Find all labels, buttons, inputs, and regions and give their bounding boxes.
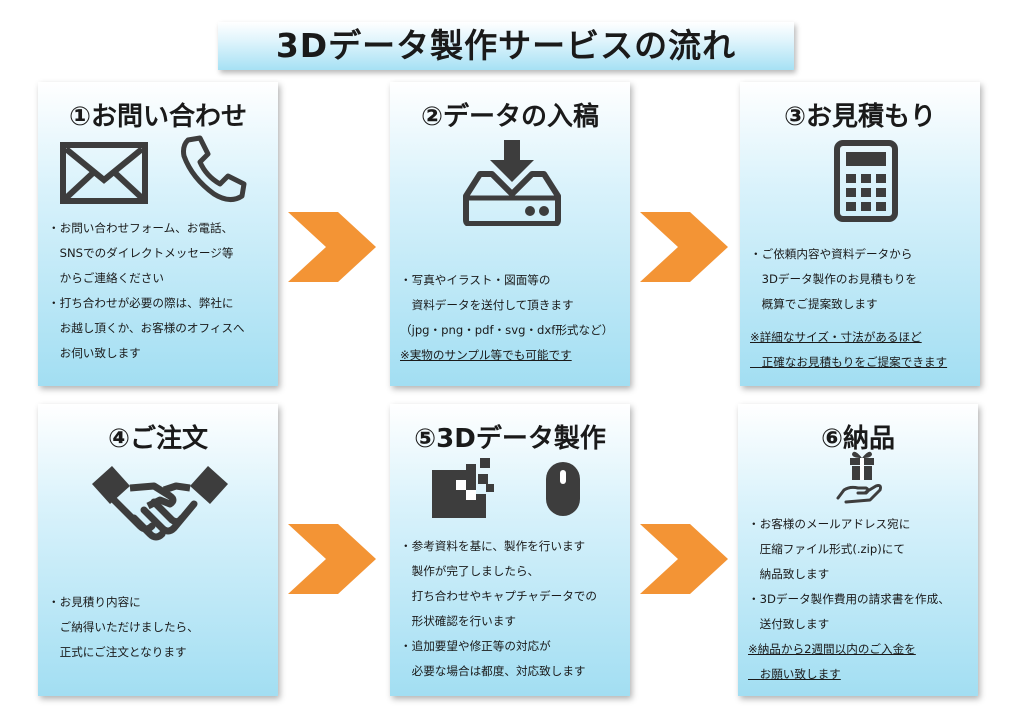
description-line: 正式にご注文となります: [48, 645, 187, 659]
step-card-delivery: ⑥納品 ・お客様のメールアドレス宛に 圧縮ファイル形式(.zip)にて 納品致し…: [738, 404, 978, 696]
description-line: ・お客様のメールアドレス宛に: [748, 517, 911, 531]
chevron-arrow-icon: [288, 524, 376, 594]
calculator-icon: [834, 140, 898, 222]
description-line: 必要な場合は都度、対応致します: [400, 664, 586, 678]
description-line: ・参考資料を基に、製作を行います: [400, 539, 586, 553]
description-line: ・打ち合わせが必要の際は、弊社に: [48, 296, 234, 310]
step-description: ・ご依頼内容や資料データから 3Dデータ製作のお見積もりを 概算でご提案致します…: [750, 242, 976, 375]
phone-icon: [181, 135, 247, 202]
step-heading: ④ご注文: [107, 424, 208, 454]
step-description: ・お見積り内容に ご納得いただけましたら、 正式にご注文となります: [48, 590, 274, 665]
step-description: ・参考資料を基に、製作を行います 製作が完了しましたら、 打ち合わせやキャプチャ…: [400, 534, 626, 684]
step-description: ・写真やイラスト・図面等の 資料データを送付して頂きます （jpg・png・pd…: [400, 268, 626, 368]
envelope-icon: [60, 142, 148, 204]
upload-drive-icon: [463, 140, 561, 226]
description-line: 概算でご提案致します: [750, 297, 878, 311]
chevron-arrow-icon: [640, 524, 728, 594]
description-line: 圧縮ファイル形式(.zip)にて: [748, 542, 905, 556]
step-heading: ②データの入稿: [420, 102, 599, 132]
description-line: からご連絡ください: [48, 271, 164, 285]
note-line: 正確なお見積もりをご提案できます: [750, 355, 948, 369]
description-line: ・追加要望や修正等の対応が: [400, 639, 551, 653]
step-card-order: ④ご注文 ・お見積り内容に ご納得いただけましたら、 正式にご注文となります: [38, 404, 278, 696]
page-title: 3Dデータ製作サービスの流れ: [218, 22, 794, 70]
description-line: ・お見積り内容に: [48, 595, 141, 609]
step-card-inquiry: ①お問い合わせ ・お問い合わせフォーム、お電話、 SNSでのダイレクトメッセージ…: [38, 82, 278, 386]
description-line: 資料データを送付して頂きます: [400, 298, 574, 312]
step-heading: ⑤3Dデータ製作: [414, 424, 606, 454]
description-line: 3Dデータ製作のお見積もりを: [750, 272, 918, 286]
step-card-data-submission: ②データの入稿 ・写真やイラスト・図面等の 資料データを送付して頂きます （jp…: [390, 82, 630, 386]
description-line: ・お問い合わせフォーム、お電話、: [48, 221, 234, 235]
note-line: お願い致します: [748, 667, 841, 681]
description-line: 形状確認を行います: [400, 614, 516, 628]
description-line: ご納得いただけましたら、: [48, 620, 199, 634]
description-line: 打ち合わせやキャプチャデータでの: [400, 589, 597, 603]
description-line: SNSでのダイレクトメッセージ等: [48, 246, 234, 260]
description-line: 送付致します: [748, 617, 830, 631]
mouse-icon: [546, 462, 580, 516]
description-line: （jpg・png・pdf・svg・dxf形式など）: [400, 323, 614, 337]
description-line: 製作が完了しましたら、: [400, 564, 540, 578]
step-heading: ⑥納品: [820, 424, 895, 454]
step-heading: ①お問い合わせ: [68, 102, 247, 132]
chevron-arrow-icon: [288, 212, 376, 282]
gift-hand-icon: [836, 451, 882, 504]
handshake-icon: [92, 466, 228, 541]
step-card-estimate: ③お見積もり ・ご依頼内容や資料データから 3Dデータ製作のお見積もりを 概算で…: [740, 82, 980, 386]
description-line: お越し頂くか、お客様のオフィスへ: [48, 321, 245, 335]
note-line: ※実物のサンプル等でも可能です: [400, 348, 572, 362]
step-description: ・お客様のメールアドレス宛に 圧縮ファイル形式(.zip)にて 納品致します ・…: [748, 512, 974, 687]
description-line: 納品致します: [748, 567, 830, 581]
note-line: ※納品から2週間以内のご入金を: [748, 642, 916, 656]
pixel-blocks-icon: [432, 458, 494, 518]
step-card-production: ⑤3Dデータ製作 ・参考資料を基に、製作を行います 製作が完了しましたら、 打ち…: [390, 404, 630, 696]
description-line: お伺い致します: [48, 346, 141, 360]
description-line: ・3Dデータ製作費用の請求書を作成、: [748, 592, 950, 606]
description-line: ・写真やイラスト・図面等の: [400, 273, 551, 287]
note-line: ※詳細なサイズ・寸法があるほど: [750, 330, 922, 344]
step-description: ・お問い合わせフォーム、お電話、 SNSでのダイレクトメッセージ等 からご連絡く…: [48, 216, 274, 366]
step-heading: ③お見積もり: [783, 102, 936, 132]
description-line: ・ご依頼内容や資料データから: [750, 247, 913, 261]
chevron-arrow-icon: [640, 212, 728, 282]
